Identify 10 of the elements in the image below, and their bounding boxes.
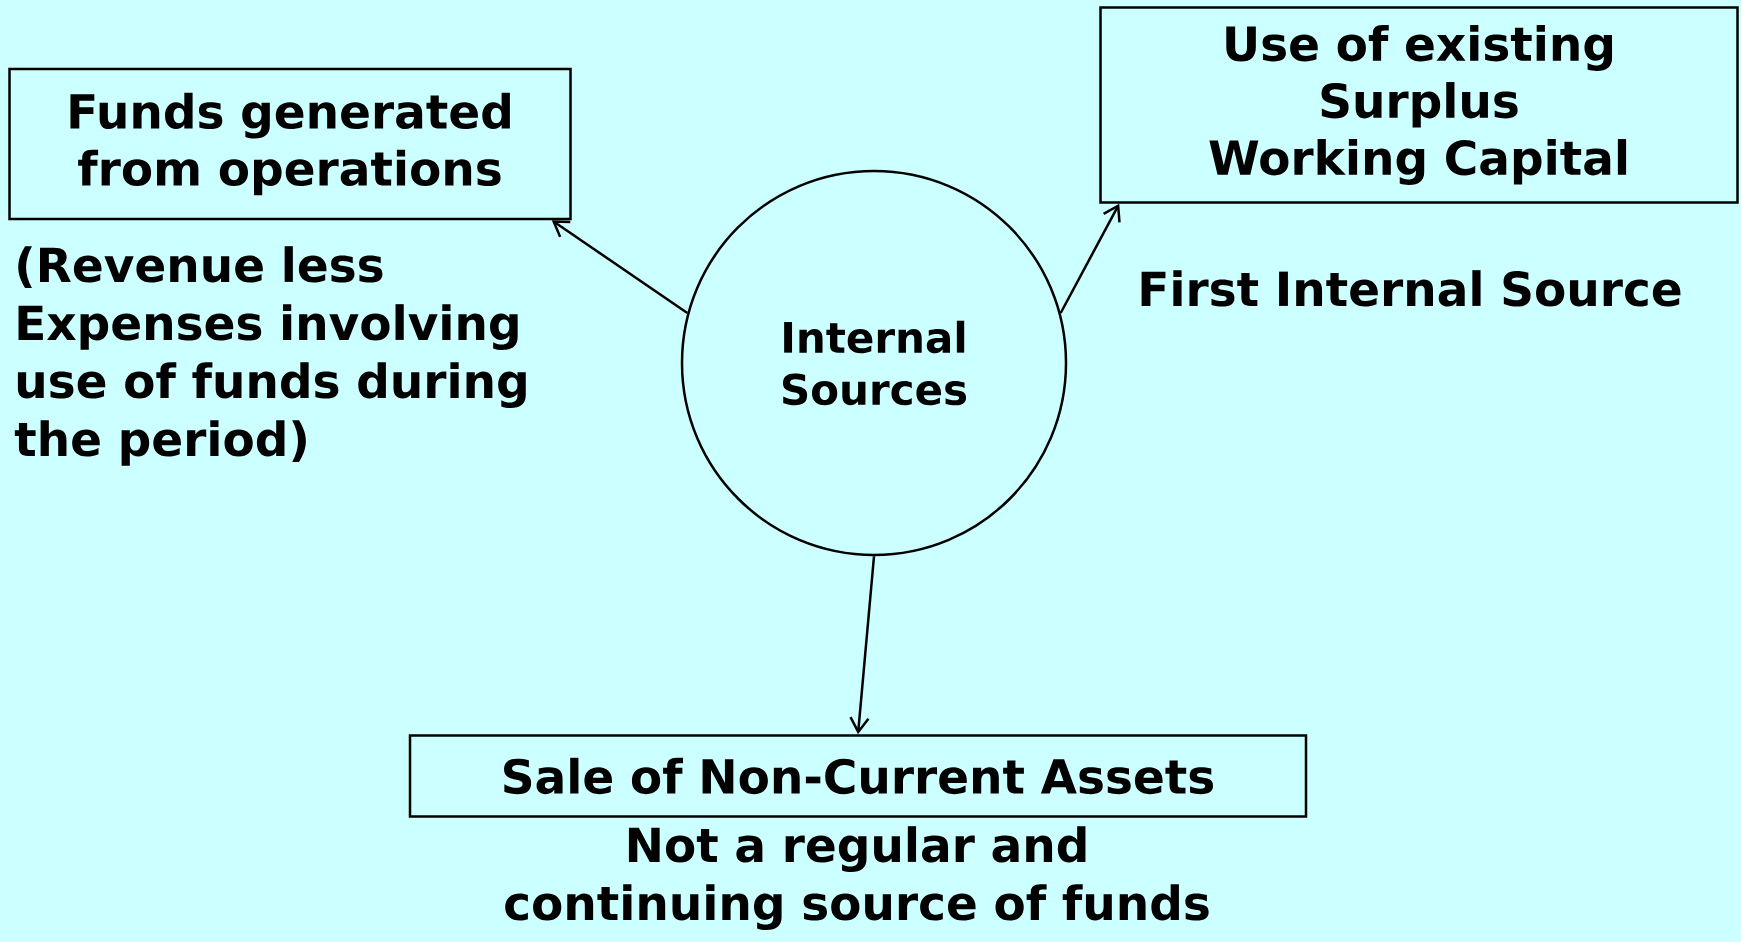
arrow: [551, 220, 689, 314]
note-text: First Internal Source: [1141, 270, 1681, 307]
circle-node: Internal Sources: [680, 169, 1068, 557]
process-box: Use of existing Surplus Working Capital: [1099, 6, 1739, 204]
note-text: Not a regular and continuing source of funds: [505, 826, 1209, 931]
arrow: [1059, 203, 1121, 314]
process-box: Funds generated from operations: [8, 67, 572, 221]
note-text: (Revenue less Expenses involving use of funds during the period): [14, 246, 526, 466]
process-box: Sale of Non-Current Assets: [408, 734, 1308, 818]
arrow: [849, 556, 876, 735]
